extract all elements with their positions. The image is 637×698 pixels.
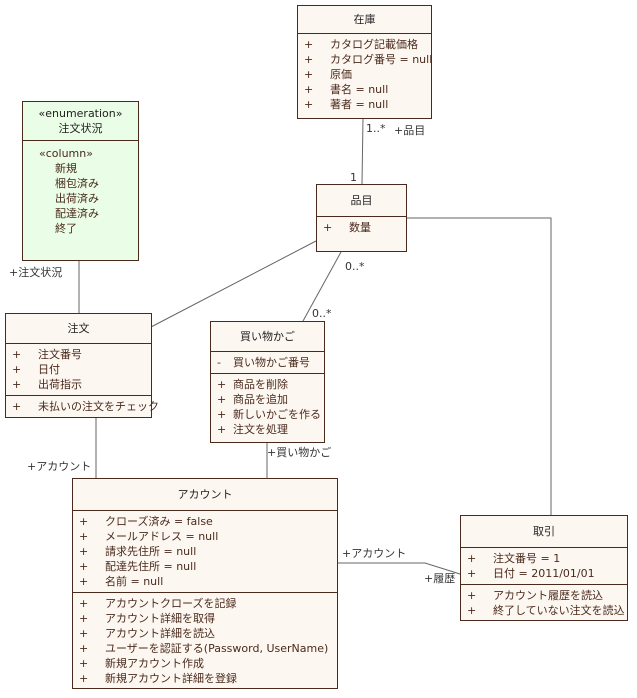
class-kago-attributes: -買い物かご番号 bbox=[211, 352, 324, 374]
chumon-account-role: +アカウント bbox=[27, 460, 92, 473]
attribute-row: +書名 = null bbox=[304, 83, 389, 96]
enum-order-status[interactable]: «enumeration» 注文状況 «column» 新規 梱包済み 出荷済み… bbox=[22, 101, 139, 261]
class-hinmoku[interactable]: 品目 +数量 bbox=[316, 184, 407, 252]
class-torihiki[interactable]: 取引 +注文番号 = 1 +日付 = 2011/01/01 +アカウント履歴を読… bbox=[460, 515, 628, 621]
class-account-operations: +アカウントクローズを記録 +アカウント詳細を取得 +アカウント詳細を読込 +ユ… bbox=[73, 593, 337, 689]
operation-row: +アカウント履歴を読込 bbox=[467, 589, 603, 602]
operation-row: +終了していない注文を読込 bbox=[467, 604, 625, 617]
enum-order-status-header: «enumeration» 注文状況 bbox=[23, 102, 138, 141]
attribute-row: +配達先住所 = null bbox=[79, 560, 197, 573]
enum-literal: 新規 bbox=[55, 162, 77, 175]
attribute-row: +カタログ番号 = null bbox=[304, 53, 433, 66]
class-torihiki-attributes: +注文番号 = 1 +日付 = 2011/01/01 bbox=[461, 548, 627, 585]
class-torihiki-name: 取引 bbox=[461, 516, 627, 548]
class-zaiko[interactable]: 在庫 +カタログ記載価格 +カタログ番号 = null +原価 +書名 = nu… bbox=[297, 5, 432, 119]
class-account[interactable]: アカウント +クローズ済み = false +メールアドレス = null +請… bbox=[72, 478, 338, 689]
chumon-hinmoku-line bbox=[150, 240, 317, 328]
operation-row: +商品を追加 bbox=[217, 393, 288, 406]
class-chumon[interactable]: 注文 +注文番号 +日付 +出荷指示 +未払いの注文をチェック bbox=[5, 313, 159, 418]
attribute-row: +著者 = null bbox=[304, 98, 389, 111]
attribute-row: +日付 bbox=[12, 363, 60, 376]
enum-stereotype: «enumeration» bbox=[38, 107, 123, 120]
enum-literal: 配達済み bbox=[55, 207, 99, 220]
attribute-row: +請求先住所 = null bbox=[79, 545, 197, 558]
operation-row: +アカウント詳細を取得 bbox=[79, 612, 215, 625]
class-chumon-name: 注文 bbox=[6, 314, 151, 344]
attribute-row: -買い物かご番号 bbox=[217, 356, 310, 369]
kago-multiplicity-top: 0..* bbox=[345, 260, 365, 273]
zaiko-hinmoku-line bbox=[361, 117, 364, 185]
attribute-row: +注文番号 bbox=[12, 348, 82, 361]
attribute-row: +出荷指示 bbox=[12, 378, 82, 391]
attribute-row: +数量 bbox=[323, 221, 371, 234]
class-hinmoku-name: 品目 bbox=[317, 185, 406, 217]
enum-name: 注文状況 bbox=[58, 122, 103, 135]
zaiko-multiplicity: 1..* bbox=[366, 122, 386, 135]
hinmoku-torihiki-line bbox=[407, 217, 552, 515]
zaiko-role: +品目 bbox=[394, 124, 426, 137]
class-account-name: アカウント bbox=[73, 479, 337, 511]
class-kago-operations: +商品を削除 +商品を追加 +新しいかごを作る +注文を処理 bbox=[211, 374, 324, 440]
attribute-row: +メールアドレス = null bbox=[79, 530, 219, 543]
attribute-row: +日付 = 2011/01/01 bbox=[467, 567, 595, 580]
status-role: +注文状況 bbox=[9, 266, 63, 279]
operation-row: +ユーザーを認証する(Password, UserName) bbox=[79, 642, 329, 655]
class-torihiki-operations: +アカウント履歴を読込 +終了していない注文を読込 bbox=[461, 585, 627, 621]
enum-literal: 終了 bbox=[55, 222, 77, 235]
attribute-row: +名前 = null bbox=[79, 575, 164, 588]
class-zaiko-attributes: +カタログ記載価格 +カタログ番号 = null +原価 +書名 = null … bbox=[298, 34, 433, 115]
operation-row: +商品を削除 bbox=[217, 378, 288, 391]
operation-row: +アカウントクローズを記録 bbox=[79, 597, 237, 610]
kago-hinmoku-line bbox=[302, 251, 342, 322]
hinmoku-multiplicity: 1 bbox=[350, 171, 357, 184]
account-role: +アカウント bbox=[342, 547, 407, 560]
operation-row: +アカウント詳細を読込 bbox=[79, 627, 215, 640]
enum-literal: 出荷済み bbox=[55, 192, 99, 205]
class-kago-name: 買い物かご bbox=[211, 322, 324, 352]
operation-row: +未払いの注文をチェック bbox=[12, 400, 159, 413]
operation-row: +注文を処理 bbox=[217, 423, 288, 436]
account-torihiki-line bbox=[338, 562, 461, 575]
attribute-row: +原価 bbox=[304, 68, 352, 81]
enum-literals: «column» 新規 梱包済み 出荷済み 配達済み 終了 bbox=[23, 141, 138, 239]
class-chumon-attributes: +注文番号 +日付 +出荷指示 bbox=[6, 344, 151, 396]
operation-row: +新規アカウント作成 bbox=[79, 657, 204, 670]
class-chumon-operations: +未払いの注文をチェック bbox=[6, 396, 159, 417]
class-account-attributes: +クローズ済み = false +メールアドレス = null +請求先住所 =… bbox=[73, 511, 337, 593]
attribute-row: +注文番号 = 1 bbox=[467, 552, 561, 565]
history-role: +履歴 bbox=[424, 572, 456, 585]
class-kago[interactable]: 買い物かご -買い物かご番号 +商品を削除 +商品を追加 +新しいかごを作る +… bbox=[210, 321, 325, 443]
operation-row: +新しいかごを作る bbox=[217, 408, 321, 421]
enum-literal: 梱包済み bbox=[55, 177, 99, 190]
operation-row: +新規アカウント詳細を登録 bbox=[79, 672, 237, 685]
kago-role: +買い物かご bbox=[267, 446, 332, 459]
attribute-row: +カタログ記載価格 bbox=[304, 38, 418, 51]
kago-multiplicity-bottom: 0..* bbox=[312, 307, 332, 320]
literal-stereotype: «column» bbox=[39, 147, 93, 160]
class-hinmoku-attributes: +数量 bbox=[317, 217, 406, 238]
attribute-row: +クローズ済み = false bbox=[79, 515, 213, 528]
class-zaiko-name: 在庫 bbox=[298, 6, 431, 34]
